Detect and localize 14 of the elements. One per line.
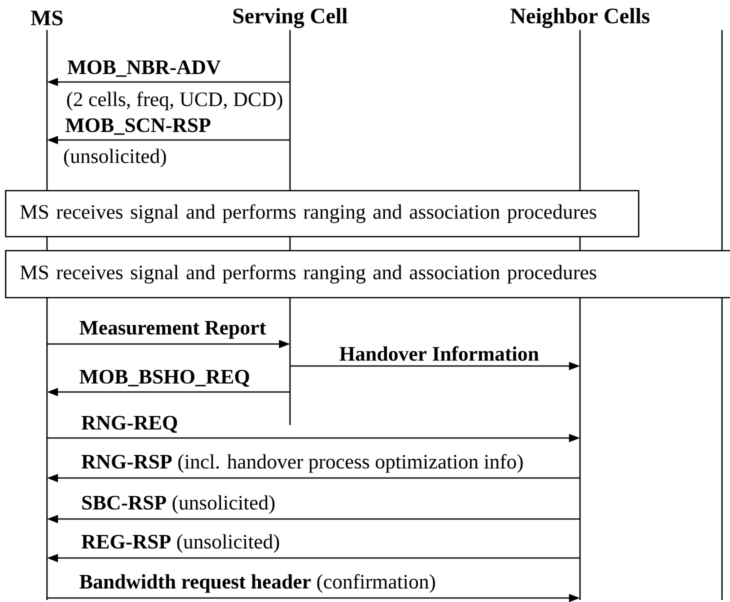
edge-label: RNG-RSP (incl. handover process optimization info)	[82, 454, 523, 473]
edge-label: RNG-REQ	[82, 416, 178, 433]
edge-label: Handover Information	[340, 346, 539, 361]
process-box: MS receives signal and performs ranging and association procedures	[5, 190, 640, 238]
edge-label: Bandwidth request header (confirmation)	[80, 574, 435, 593]
edge-label: MOB_BSHO_REQ	[80, 370, 250, 387]
process-box: MS receives signal and performs ranging and association procedures	[5, 250, 730, 298]
message-note: (unsolicited)	[64, 148, 166, 168]
message-note: (2 cells, freq, UCD, DCD)	[67, 92, 282, 110]
edge-label: Measurement Report	[80, 321, 266, 339]
edge-label: MOB_NBR-ADV	[68, 60, 221, 77]
edge-label: MOB_SCN-RSP	[66, 118, 210, 135]
edge-label: REG-RSP (unsolicited)	[82, 534, 280, 553]
edge-label: SBC-RSP (unsolicited)	[82, 495, 274, 514]
